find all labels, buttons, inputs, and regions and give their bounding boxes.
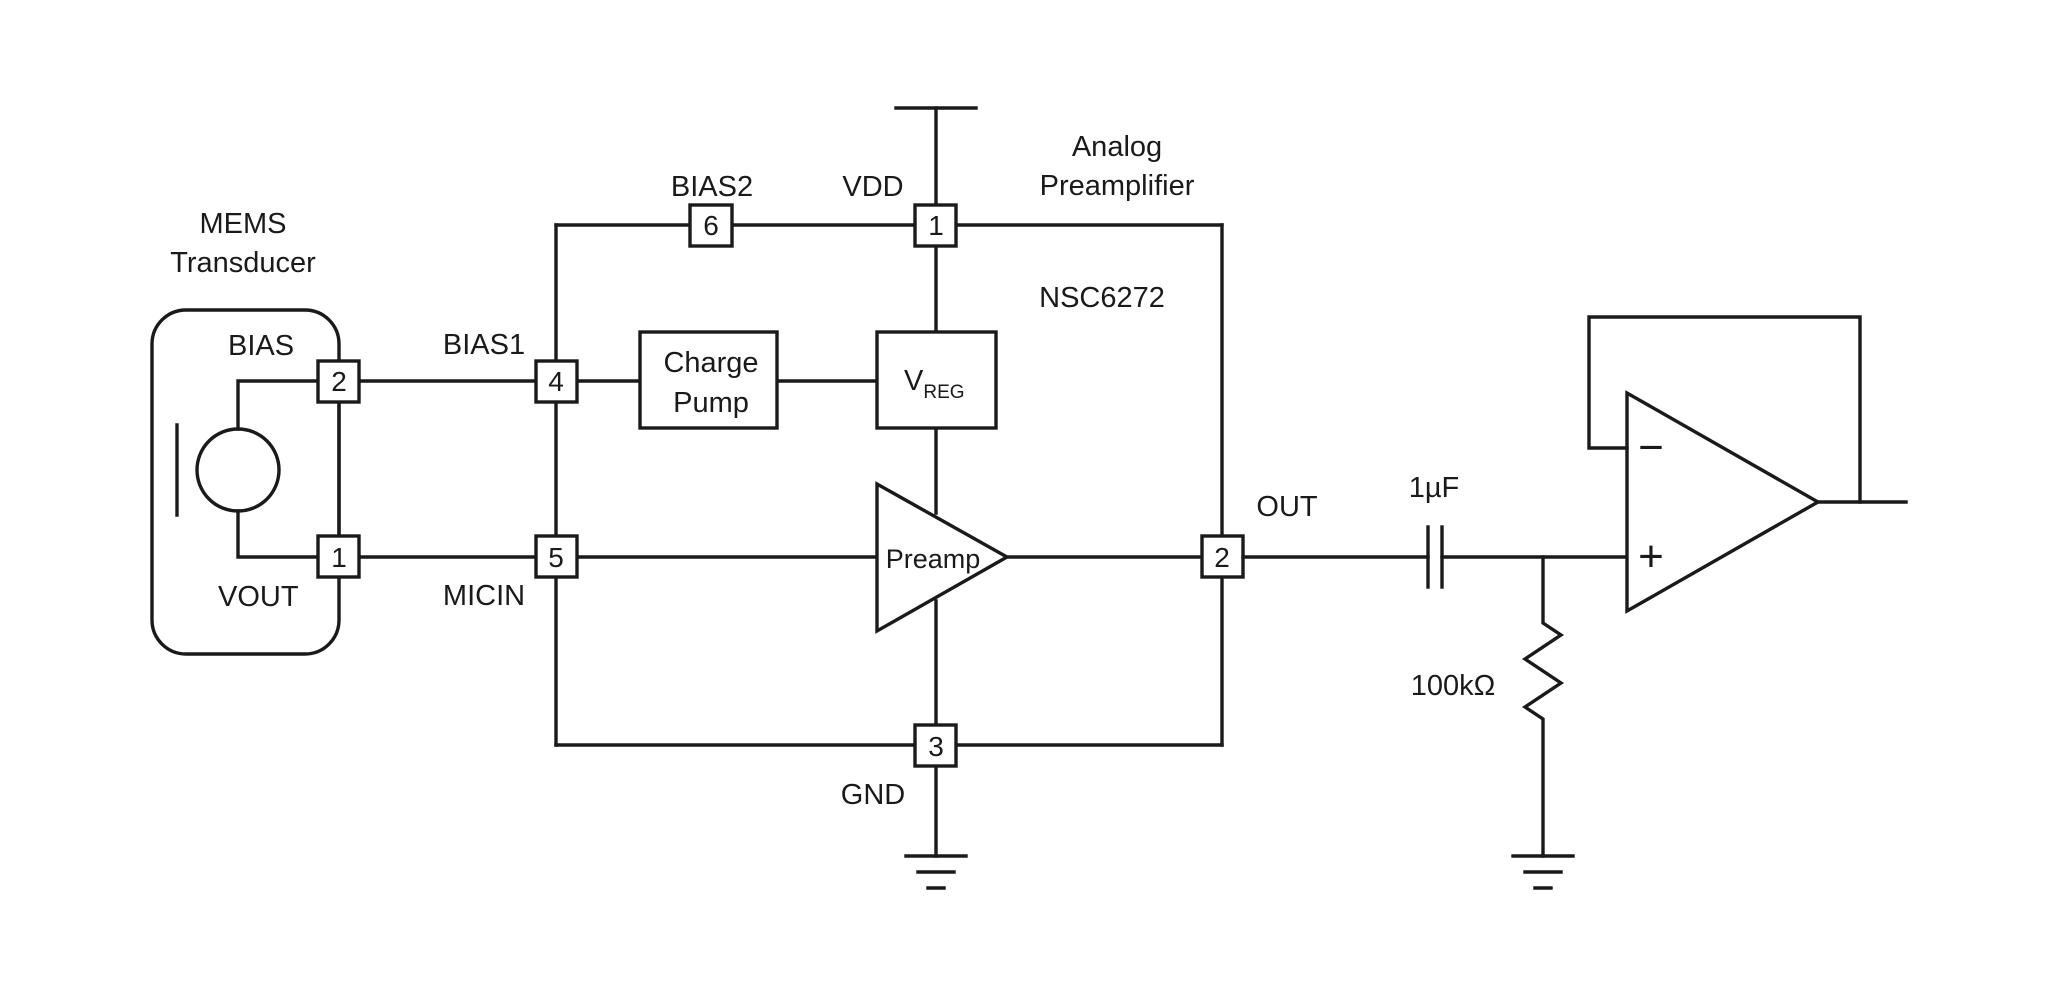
mems-vout-label: VOUT bbox=[218, 581, 299, 613]
out-label: OUT bbox=[1256, 491, 1318, 523]
mems-title-line1: MEMS bbox=[200, 208, 287, 240]
vdd-label: VDD bbox=[842, 171, 903, 203]
pin-out: 2 bbox=[1200, 534, 1245, 579]
preamp-block: Preamp bbox=[875, 481, 1011, 634]
gnd-label: GND bbox=[841, 779, 905, 811]
mems-wire-top bbox=[236, 379, 321, 431]
charge-pump-block: Charge Pump bbox=[638, 330, 779, 430]
resistor bbox=[1521, 555, 1565, 858]
opamp-minus-sign: − bbox=[1638, 423, 1664, 472]
mems-transducer bbox=[150, 308, 341, 656]
svg-text:2: 2 bbox=[331, 366, 347, 397]
resistor-gnd-symbol bbox=[1511, 854, 1575, 890]
chip-outline bbox=[554, 223, 1224, 747]
svg-text:5: 5 bbox=[548, 542, 564, 573]
pin-vdd: 1 bbox=[913, 203, 958, 248]
micin-label: MICIN bbox=[443, 580, 525, 612]
svg-text:3: 3 bbox=[928, 731, 944, 762]
opamp: − + bbox=[1625, 390, 1822, 614]
pin-mems-vout: 1 bbox=[316, 534, 361, 579]
capacitor bbox=[1426, 525, 1444, 589]
vreg-block: VREG bbox=[875, 330, 998, 430]
svg-text:1: 1 bbox=[331, 542, 347, 573]
pin-mems-bias: 2 bbox=[316, 359, 361, 404]
bias1-label: BIAS1 bbox=[443, 329, 525, 361]
pin-bias2: 6 bbox=[688, 203, 734, 248]
charge-pump-label-line1: Charge bbox=[663, 347, 758, 379]
gnd-symbol bbox=[904, 854, 968, 890]
svg-text:4: 4 bbox=[548, 366, 564, 397]
bias2-label: BIAS2 bbox=[671, 171, 753, 203]
vreg-label: VREG bbox=[904, 365, 965, 403]
preamp-title-line1: Analog bbox=[1072, 131, 1162, 163]
mems-title-line2: Transducer bbox=[170, 247, 316, 279]
svg-text:1: 1 bbox=[928, 210, 944, 241]
part-number-label: NSC6272 bbox=[1039, 282, 1165, 314]
pin-bias1: 4 bbox=[534, 359, 579, 404]
mems-element bbox=[195, 427, 281, 513]
opamp-feedback bbox=[1587, 315, 1862, 504]
opamp-plus-sign: + bbox=[1638, 532, 1664, 581]
mems-wire-bottom bbox=[236, 509, 321, 559]
preamp-label: Preamp bbox=[886, 544, 981, 574]
resistor-label: 100kΩ bbox=[1411, 670, 1496, 702]
preamp-title-line2: Preamplifier bbox=[1040, 170, 1195, 202]
pin-micin: 5 bbox=[534, 534, 579, 579]
svg-text:6: 6 bbox=[703, 210, 719, 241]
svg-text:2: 2 bbox=[1214, 542, 1230, 573]
capacitor-label: 1µF bbox=[1409, 472, 1460, 504]
charge-pump-label-line2: Pump bbox=[673, 387, 749, 419]
mems-bias-label: BIAS bbox=[228, 330, 294, 362]
pin-gnd: 3 bbox=[913, 723, 958, 768]
